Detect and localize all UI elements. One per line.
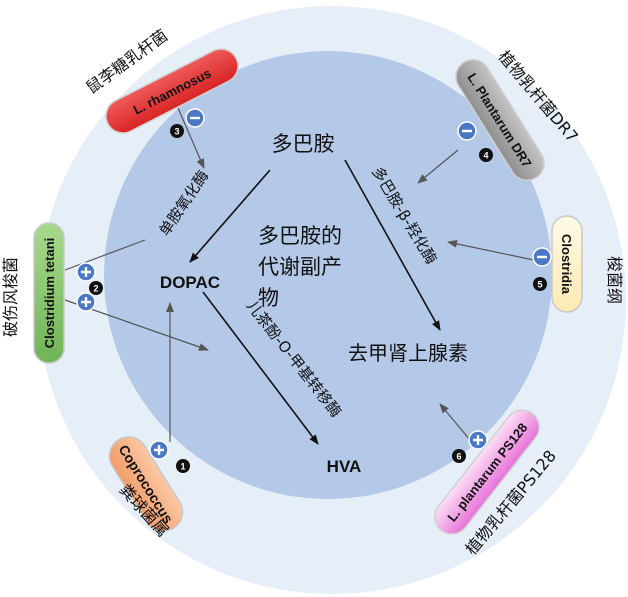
norepinephrine-label: 去甲肾上腺素 bbox=[348, 341, 468, 365]
arrow-dopamine-to-norepinephrine bbox=[344, 159, 441, 331]
arrow-ps128-to-norepinephrine bbox=[439, 403, 471, 441]
tetani-chinese-label: 破伤风梭菌 bbox=[1, 257, 20, 337]
l-plantarum-dr7-pill bbox=[455, 58, 545, 182]
svg-text:6: 6 bbox=[456, 452, 461, 462]
clostridia-pill bbox=[551, 215, 583, 313]
clostridium-tetani-pill bbox=[33, 222, 65, 364]
marker-6: 6 bbox=[452, 449, 466, 463]
marker-3: 3 bbox=[170, 124, 184, 138]
dopac-label: DOPAC bbox=[160, 273, 220, 292]
svg-text:3: 3 bbox=[174, 127, 179, 137]
arrow-dr7-to-dbh bbox=[417, 149, 459, 184]
plus-circle-icon bbox=[76, 292, 96, 312]
l-rhamnosus-pill bbox=[105, 48, 239, 134]
bacterium-clostridia: Clostridia bbox=[551, 215, 583, 313]
svg-text:2: 2 bbox=[93, 284, 98, 294]
center-title-line2: 代谢副产 bbox=[258, 255, 342, 279]
marker-1: 1 bbox=[176, 459, 190, 473]
inner-circle bbox=[104, 51, 552, 499]
clostridia-chinese-label: 梭菌纲 bbox=[605, 256, 624, 304]
minus-circle-icon bbox=[532, 247, 552, 267]
svg-text:4: 4 bbox=[483, 151, 488, 161]
hva-label: HVA bbox=[327, 457, 362, 476]
line-tetani-to-mao bbox=[64, 239, 146, 271]
minus-circle-icon bbox=[457, 121, 477, 141]
l-plantarum-ps128-pill bbox=[434, 409, 540, 535]
arrow-clostridia-to-dbh bbox=[447, 239, 549, 264]
coprococcus-pill bbox=[108, 436, 184, 532]
dopamine-label: 多巴胺 bbox=[272, 132, 335, 156]
plus-circle-icon bbox=[468, 430, 488, 450]
clostridium-tetani-name: Clostridium tetani bbox=[42, 238, 57, 349]
plus-circle-icon bbox=[76, 262, 96, 282]
marker-4: 4 bbox=[479, 148, 493, 162]
clostridia-name: Clostridia bbox=[559, 234, 574, 295]
minus-circle-icon bbox=[185, 108, 205, 128]
svg-text:5: 5 bbox=[537, 280, 542, 290]
arrow-dopac-to-hva bbox=[202, 291, 319, 445]
center-title-line1: 多巴胺的 bbox=[258, 224, 342, 248]
arrow-rhamnosus-to-mao bbox=[177, 107, 205, 169]
bacterium-clostridium-tetani: Clostridium tetani bbox=[33, 222, 65, 364]
center-title-line3: 物 bbox=[258, 286, 279, 310]
svg-text:1: 1 bbox=[180, 462, 185, 472]
plus-circle-icon bbox=[149, 440, 169, 460]
marker-2: 2 bbox=[89, 281, 103, 295]
arrow-dopamine-to-dopac bbox=[189, 169, 271, 263]
marker-5: 5 bbox=[533, 277, 547, 291]
